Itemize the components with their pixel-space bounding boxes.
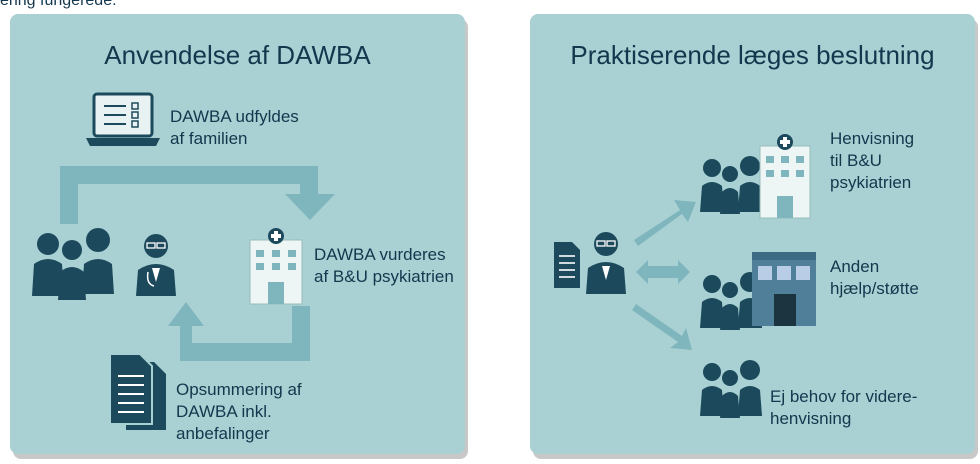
family-icon <box>700 156 762 214</box>
hospital-icon <box>759 134 811 219</box>
arrow-to-other-help <box>636 260 690 284</box>
arrow-to-no-referral <box>632 304 692 350</box>
panel-title-right: Praktiserende læges beslutning <box>570 40 935 70</box>
arrow-assess-to-doctor <box>168 302 310 361</box>
documents-icon <box>109 353 166 430</box>
doctor-icon <box>586 232 626 294</box>
arrow-to-referral <box>634 200 696 246</box>
decision-diagram <box>554 134 816 418</box>
top-cut-text: ering fungerede. <box>0 0 117 9</box>
documents-icon <box>554 242 580 288</box>
hospital-icon <box>249 228 303 305</box>
laptop-icon <box>86 92 160 146</box>
panel-dawba-usage: Anvendelse af DAWBA <box>10 14 465 454</box>
label-assess-step: DAWBA vurderes af B&U psykiatrien <box>314 245 454 286</box>
dawba-cycle-diagram <box>32 92 335 430</box>
panel-gp-decision: Praktiserende læges beslutning <box>530 14 975 454</box>
label-summary-step: Opsummering af DAWBA inkl. anbefalinger <box>176 380 302 443</box>
decision-arrows <box>632 200 696 350</box>
label-fill-step: DAWBA udfyldes af familien <box>170 107 299 148</box>
doctor-icon <box>136 234 176 296</box>
label-option-other-help: Anden hjælp/støtte <box>830 257 919 298</box>
family-icon <box>32 228 114 300</box>
label-option-referral: Henvisning til B&U psykiatrien <box>830 129 915 192</box>
panel-title-left: Anvendelse af DAWBA <box>104 40 371 70</box>
building-icon <box>752 252 816 326</box>
label-option-no-referral: Ej behov for videre- henvisning <box>770 387 918 428</box>
family-icon <box>700 360 762 418</box>
cycle-arrows <box>60 166 335 361</box>
arrow-family-to-assess <box>60 166 335 224</box>
